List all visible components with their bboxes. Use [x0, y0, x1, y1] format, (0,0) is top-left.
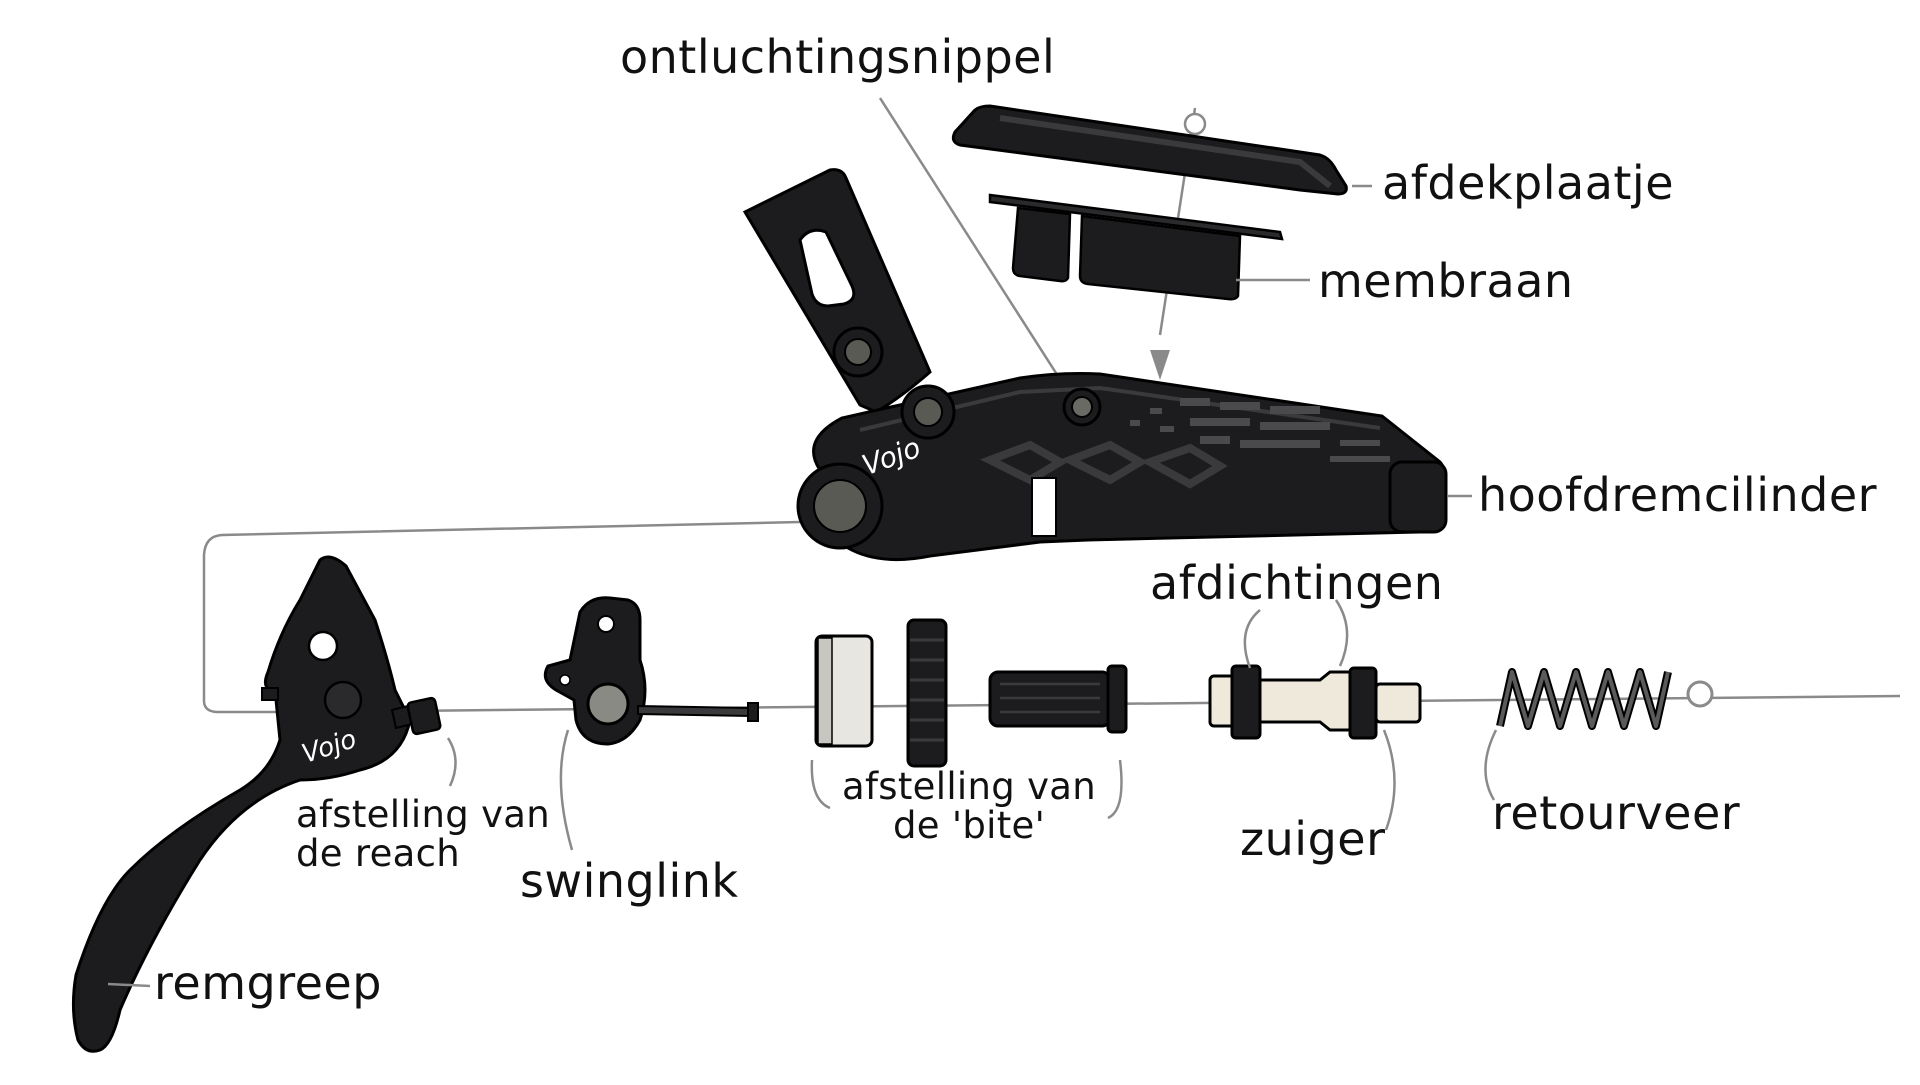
label-retourveer: retourveer: [1492, 786, 1741, 840]
drop-arrow-head: [1150, 112, 1207, 380]
brake-lever-part: Vojo: [71, 555, 442, 1053]
remgreep-leader: [107, 982, 151, 988]
zuiger-leader: [1382, 729, 1396, 831]
master-cylinder-part: Vojo: [742, 168, 1448, 562]
label-membraan: membraan: [1318, 254, 1574, 308]
label-afdichtingen: afdichtingen: [1150, 556, 1444, 610]
bite-leader: [810, 759, 1123, 820]
cover-plate-part: [951, 104, 1348, 196]
retourveer-leader: [1484, 729, 1498, 801]
membrane-part: [988, 193, 1284, 301]
lever-return-loop-line: [202, 520, 801, 714]
afdichtingen-leader: [1243, 599, 1349, 669]
label-leaders: [107, 184, 1498, 988]
swinglink-part: [543, 596, 759, 746]
reach-leader: [446, 737, 457, 787]
label-zuiger: zuiger: [1240, 812, 1386, 866]
label-afdekplaatje: afdekplaatje: [1382, 156, 1674, 210]
label-remgreep: remgreep: [154, 956, 382, 1010]
swinglink-leader: [559, 729, 574, 851]
ontluchtingsnippel-leader: [878, 97, 1074, 399]
label-afstelling-bite: afstelling van de 'bite': [842, 765, 1097, 847]
label-afstelling-reach: afstelling van de reach: [296, 793, 551, 875]
label-hoofdremcilinder: hoofdremcilinder: [1478, 468, 1878, 522]
label-ontluchtingsnippel: ontluchtingsnippel: [620, 30, 1056, 84]
piston-part: [1208, 664, 1422, 740]
label-swinglink: swinglink: [520, 854, 739, 908]
bite-adjust-parts: [814, 618, 1128, 768]
return-spring-part: [1496, 668, 1714, 730]
